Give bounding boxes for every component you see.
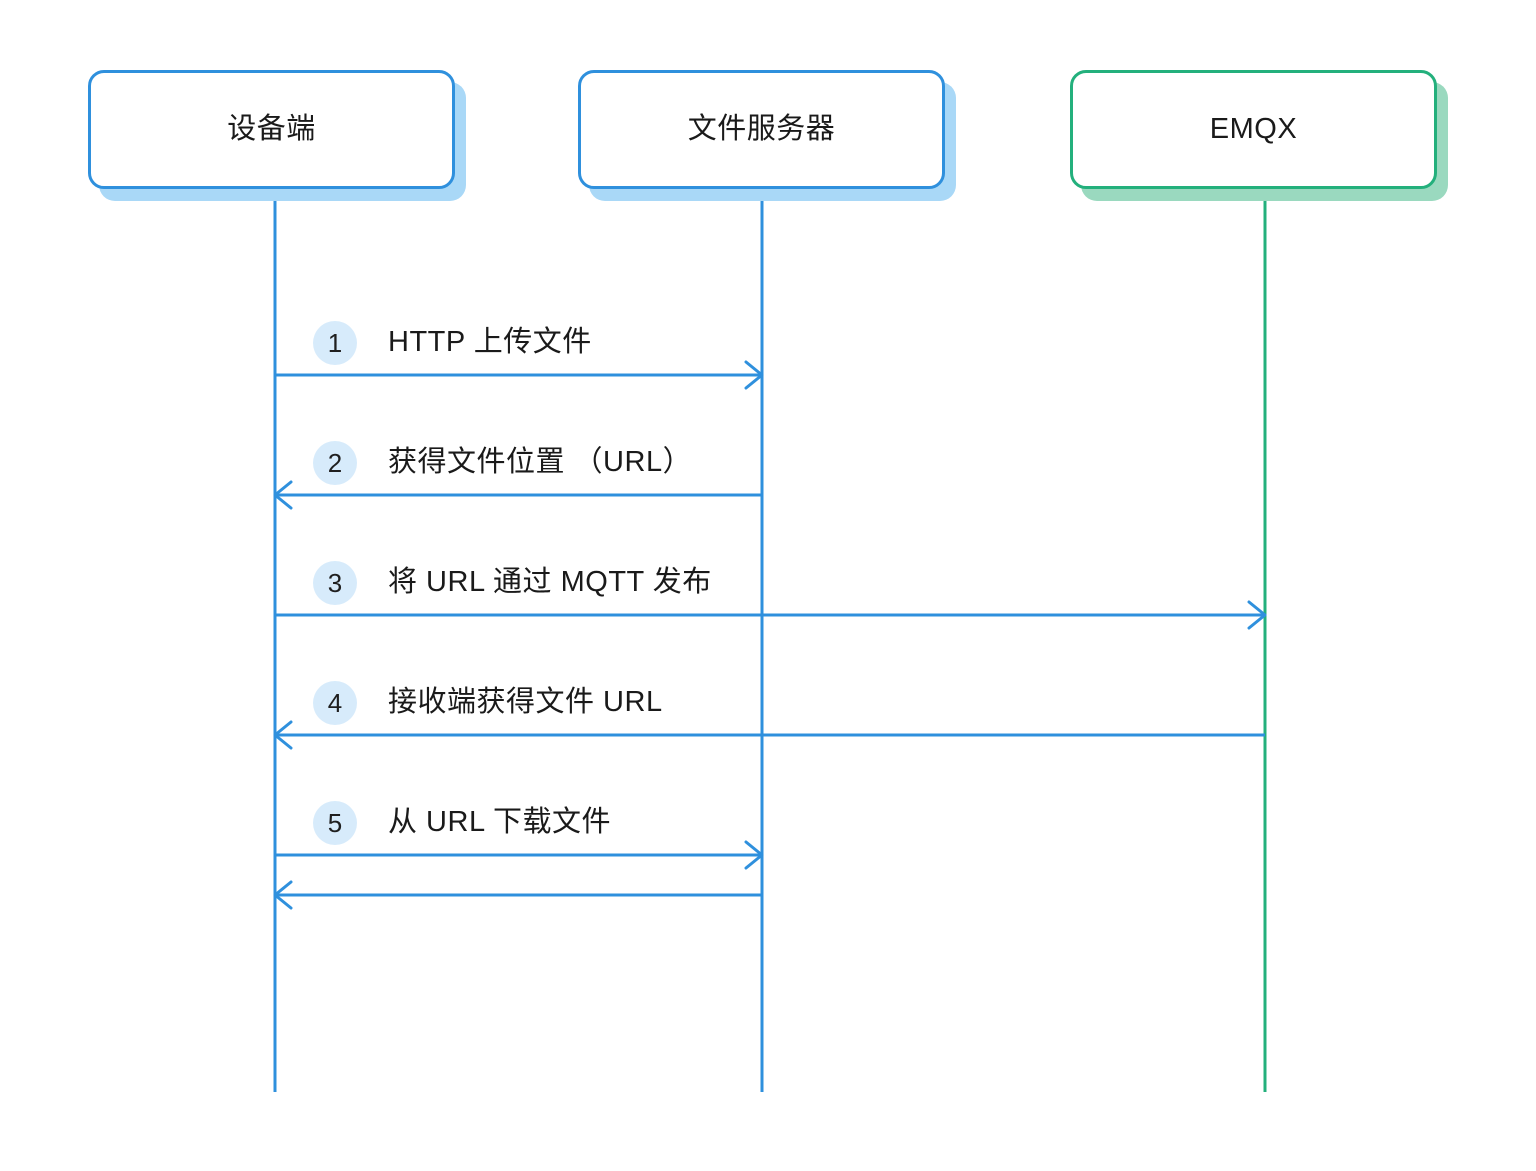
message-arrows-group (273, 360, 1267, 910)
message-arrow-head-2 (273, 480, 293, 510)
actor-box-file-server[interactable]: 文件服务器 (578, 70, 945, 189)
actor-label-emqx: EMQX (1209, 113, 1298, 145)
message-arrow-head-4 (273, 720, 293, 750)
actor-label-file-server: 文件服务器 (687, 113, 836, 145)
message-number-badge-5: 5 (313, 801, 357, 845)
lifelines-group (273, 192, 1267, 1092)
message-number-badge-3: 3 (313, 561, 357, 605)
message-arrow-head-1 (744, 360, 764, 390)
message-number-badge-4: 4 (313, 681, 357, 725)
actor-box-emqx[interactable]: EMQX (1070, 70, 1437, 189)
message-arrow-head-3 (1247, 600, 1267, 630)
message-arrow-head-5 (744, 840, 764, 870)
message-label-5: 从 URL 下载文件 (388, 806, 612, 838)
actor-label-device: 设备端 (227, 113, 316, 145)
message-number-badge-1: 1 (313, 321, 357, 365)
message-arrow-head-6 (273, 880, 293, 910)
message-label-2: 获得文件位置 （URL） (388, 446, 693, 478)
message-label-4: 接收端获得文件 URL (388, 686, 663, 718)
message-label-1: HTTP 上传文件 (388, 326, 592, 358)
message-number-badge-2: 2 (313, 441, 357, 485)
actor-box-device[interactable]: 设备端 (88, 70, 455, 189)
message-label-3: 将 URL 通过 MQTT 发布 (388, 566, 712, 598)
